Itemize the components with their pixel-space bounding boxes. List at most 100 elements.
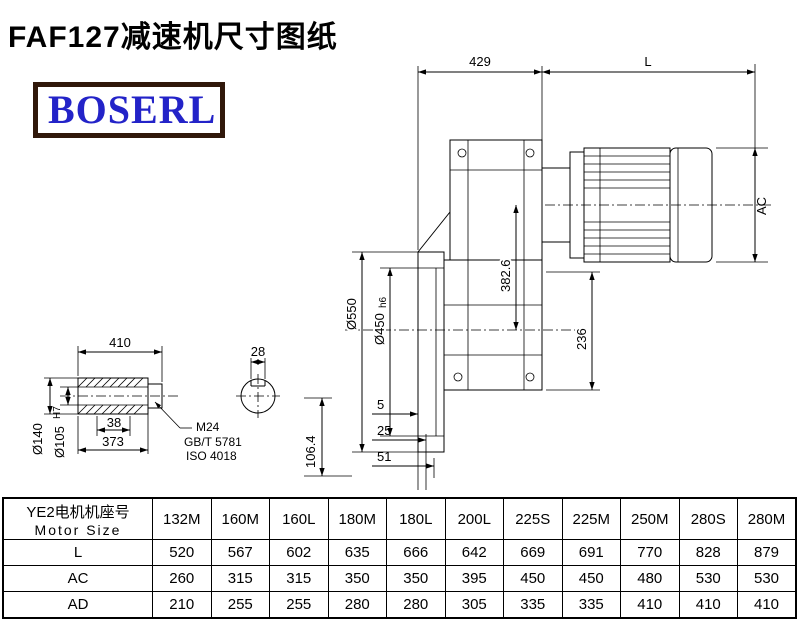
dim-105-label: Ø105 [52,426,67,458]
dim-cell: 395 [444,565,504,592]
dim-cell: 350 [327,565,387,592]
dim-cell: 691 [561,539,621,566]
dim-cell: 567 [210,539,270,566]
dim-cell: 480 [620,565,680,592]
dim-cell: 210 [152,591,212,619]
dim-cell: 520 [152,539,212,566]
col-header: 250M [620,497,680,540]
dim-cell: 410 [620,591,680,619]
dim-cell: 255 [269,591,329,619]
dim-cell: 315 [210,565,270,592]
motor-size-header-cell: YE2电机机座号 Motor Size [2,497,153,540]
dim-cell: 260 [152,565,212,592]
col-header: 280S [678,497,738,540]
col-header: 180M [327,497,387,540]
dim-cell: 666 [386,539,446,566]
col-header: 160M [210,497,270,540]
dim-cell: 315 [269,565,329,592]
dim-cell: 635 [327,539,387,566]
row-label: AD [2,591,153,619]
motor-size-header-en: Motor Size [34,521,122,538]
gb-standard-note: GB/T 5781 [184,435,242,449]
dim-cell: 450 [503,565,563,592]
flange-outline [417,251,445,490]
col-header: 160L [269,497,329,540]
dim-cell: 410 [737,591,797,619]
thread-note: M24 [196,420,220,434]
page-title: FAF127减速机尺寸图纸 [8,21,338,54]
dimension-flange-od [352,251,418,453]
dim-cell: 350 [386,565,446,592]
dim-140-label: Ø140 [30,423,45,455]
dim-25-label: 25 [377,423,391,438]
dim-cell: 280 [327,591,387,619]
col-header: 180L [386,497,446,540]
technical-drawing: 429 L AC Ø550 Ø450 h6 382.6 236 5 25 51 … [30,54,772,490]
table-row-AD: AD 210 255 255 280 280 305 335 335 410 4… [2,591,797,619]
col-header: 280M [737,497,797,540]
dim-410-label: 410 [109,335,131,350]
table-row-L: L 520 567 602 635 666 642 669 691 770 82… [2,539,797,566]
dim-cell: 530 [737,565,797,592]
dim-cell: 770 [620,539,680,566]
dim-cell: 530 [678,565,738,592]
motor-size-header-zh: YE2电机机座号 [26,503,130,521]
boserl-logo: BOSERL [33,82,225,138]
dim-51-label: 51 [377,449,391,464]
dimension-diameters [44,377,78,415]
dim-cell: 450 [561,565,621,592]
dimension-236 [546,271,600,391]
dim-cell: 602 [269,539,329,566]
dim-105-tol-label: H7 [52,406,63,419]
row-label: AC [2,565,153,592]
thread-leader [154,401,192,429]
dimension-38-373 [77,410,149,454]
shaft-detail-view [44,346,352,477]
dim-cell: 335 [561,591,621,619]
dimension-spigot [380,267,444,437]
col-header: 225M [561,497,621,540]
dimension-top [417,64,756,250]
boserl-logo-text: BOSERL [48,87,217,132]
row-label: L [2,539,153,566]
main-view [345,64,772,490]
gearbox-outline [417,139,543,391]
dim-38-label: 38 [107,415,121,430]
dimension-labels: 429 L AC Ø550 Ø450 h6 382.6 236 5 25 51 … [30,54,769,468]
dimension-410 [77,346,163,382]
motor-outline [541,147,713,263]
dim-cell: 410 [678,591,738,619]
col-header: 200L [444,497,504,540]
table-row-AC: AC 260 315 315 350 350 395 450 450 480 5… [2,565,797,592]
dim-cell: 280 [386,591,446,619]
dim-cell: 642 [444,539,504,566]
shaft-outline [77,377,163,415]
dimension-106 [304,397,352,477]
dim-AC-label: AC [754,197,769,215]
dimension-ac [716,147,768,263]
dim-28-label: 28 [251,344,265,359]
dim-429-label: 429 [469,54,491,69]
dim-cell: 305 [444,591,504,619]
dim-cell: 828 [678,539,738,566]
dim-236-label: 236 [574,328,589,350]
dim-L-label: L [644,54,651,69]
col-header: 225S [503,497,563,540]
dim-373-label: 373 [102,434,124,449]
table-header-row: YE2电机机座号 Motor Size 132M 160M 160L 180M … [2,497,797,540]
col-header: 132M [152,497,212,540]
shaft-section-circle [236,358,280,418]
dim-5-label: 5 [377,397,384,412]
dim-cell: 879 [737,539,797,566]
iso-standard-note: ISO 4018 [186,449,237,463]
centerlines [345,204,772,331]
dim-450-label: Ø450 [372,313,387,345]
dimension-stack [372,411,434,469]
dim-cell: 335 [503,591,563,619]
dim-550-label: Ø550 [344,298,359,330]
dim-cell: 255 [210,591,270,619]
dim-106-label: 106.4 [303,435,318,468]
dim-382-label: 382.6 [498,259,513,292]
motor-size-table: YE2电机机座号 Motor Size 132M 160M 160L 180M … [2,497,797,619]
dim-450-tol-label: h6 [378,296,389,308]
